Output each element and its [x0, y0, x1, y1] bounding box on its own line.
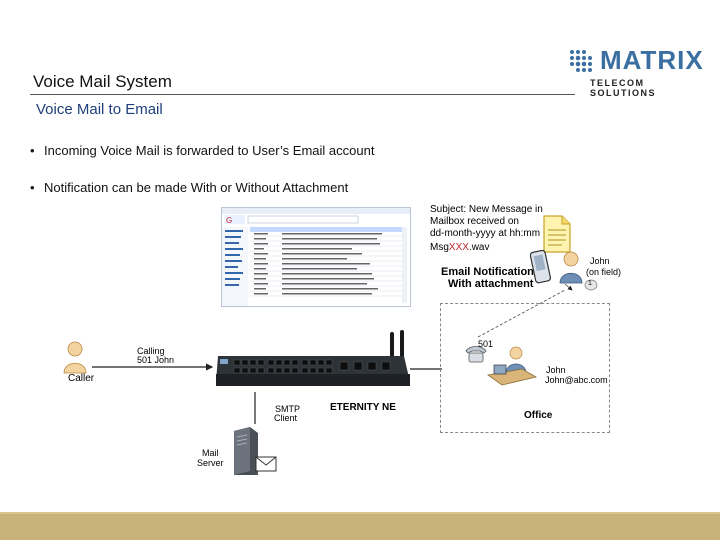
logo-tagline: TELECOM SOLUTIONS: [590, 78, 657, 98]
mobile-phone-icon: [530, 250, 552, 284]
document-icon: [543, 215, 571, 253]
bullet-dot-icon: •: [30, 143, 35, 158]
attachment-prefix: Msg: [430, 242, 449, 253]
slide-title: Voice Mail System: [33, 72, 172, 91]
logo-grid-icon: [570, 50, 592, 72]
remote-user-status: (on field): [586, 267, 622, 277]
office-label: Office: [524, 410, 553, 421]
notification-date-line: dd-month-yyyy at hh:mm: [430, 228, 541, 239]
footer-band-highlight: [0, 512, 720, 515]
footer-band: [0, 514, 720, 540]
notification-subject-line: Subject: New Message in: [430, 204, 543, 215]
badge-icon: [584, 279, 598, 291]
eternity-ne-device-icon: [216, 330, 410, 386]
svg-text:G: G: [226, 216, 232, 225]
office-user-name: John: [546, 365, 566, 375]
notification-caption: Email Notification -: [441, 266, 541, 278]
bullet-dot-icon: •: [30, 180, 35, 195]
title-divider: [30, 94, 575, 95]
caller-label: Caller: [68, 373, 95, 384]
desk-phone-icon: [465, 346, 487, 363]
person-remote-icon: [559, 251, 583, 284]
mail-label: Mail: [202, 448, 219, 458]
bullet-item: • Notification can be made With or Withou…: [30, 180, 348, 195]
calling-extension-label: 501 John: [137, 355, 175, 365]
bullet-item: • Incoming Voice Mail is forwarded to Use…: [30, 143, 374, 158]
remote-user-badge: 1: [588, 280, 592, 287]
remote-user-name: John: [590, 256, 610, 266]
attachment-ext: .wav: [468, 242, 490, 253]
webmail-inbox-image: G: [222, 208, 410, 306]
device-name-label: ETERNITY NE: [330, 402, 396, 413]
notification-attachment-name: MsgXXX.wav: [430, 242, 489, 253]
smtp-label: SMTP: [275, 404, 301, 414]
office-user-email: John@abc.com: [545, 375, 608, 385]
logo-wordmark: MATRIX: [600, 45, 704, 75]
attachment-xxx: XXX: [448, 242, 469, 253]
office-extension-label: 501: [478, 339, 494, 349]
calling-label: Calling: [137, 346, 165, 356]
notification-caption-2: With attachment: [448, 278, 534, 290]
notification-mailbox-line: Mailbox received on: [430, 216, 519, 227]
email-notification: Subject: New Message in Mailbox received…: [430, 204, 548, 254]
slide-subtitle: Voice Mail to Email: [36, 101, 163, 118]
bullet-text: Notification can be made With or Without…: [44, 180, 349, 195]
mail-server-icon: [234, 427, 277, 475]
caller-person-icon: [63, 341, 87, 374]
office-desk-user-icon: [486, 346, 538, 386]
mail-server-label: Server: [197, 458, 224, 468]
office-boundary: [440, 303, 610, 433]
webmail-screenshot: G: [221, 207, 411, 307]
bullet-text: Incoming Voice Mail is forwarded to User…: [44, 143, 375, 158]
smtp-client-label: Client: [274, 413, 298, 423]
company-logo: MATRIX TELECOM SOLUTIONS: [568, 45, 703, 98]
